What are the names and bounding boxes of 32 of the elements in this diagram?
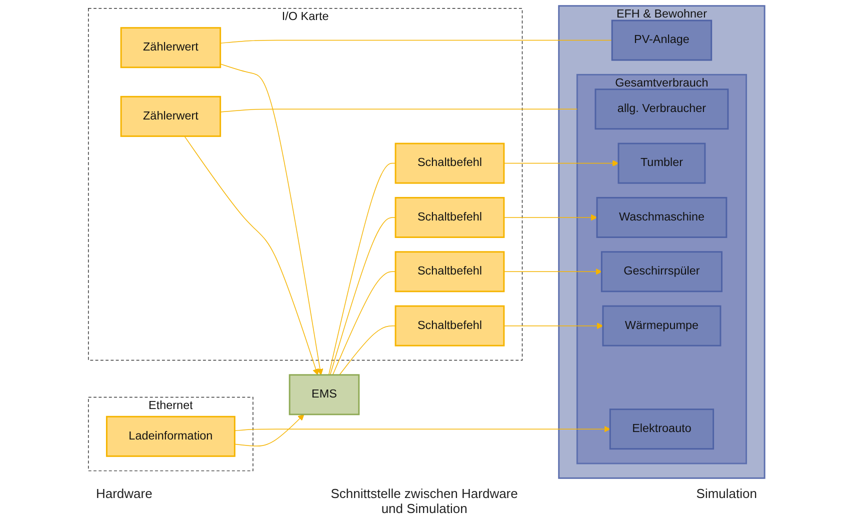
node-box: EMS bbox=[288, 374, 360, 416]
arrow bbox=[504, 214, 598, 221]
node-box: allg. Verbraucher bbox=[594, 88, 729, 130]
node-box: Ladeinformation bbox=[106, 416, 236, 457]
node-box: Wärmepumpe bbox=[602, 305, 722, 346]
node-box: Zählerwert bbox=[120, 96, 222, 137]
node-box: PV-Anlage bbox=[611, 20, 712, 61]
connector bbox=[339, 325, 396, 376]
caption-text: Simulation bbox=[696, 486, 757, 503]
arrow bbox=[220, 64, 324, 376]
arrow bbox=[234, 426, 610, 432]
connector bbox=[220, 108, 578, 112]
node-box: Schaltbefehl bbox=[394, 196, 505, 238]
arrow bbox=[504, 160, 619, 166]
connector bbox=[332, 271, 396, 376]
connector bbox=[330, 217, 396, 376]
arrow bbox=[234, 414, 304, 446]
node-box: Tumbler bbox=[618, 142, 706, 184]
caption-text: Hardware bbox=[96, 486, 152, 503]
node-box: Elektroauto bbox=[609, 408, 714, 450]
connector bbox=[328, 162, 396, 376]
node-box: Schaltbefehl bbox=[394, 305, 505, 346]
caption-text: Schnittstelle zwischen Hardware und Simulation bbox=[330, 486, 519, 516]
node-box: Schaltbefehl bbox=[394, 142, 505, 184]
node-box: Waschmaschine bbox=[596, 196, 728, 238]
connector bbox=[220, 40, 612, 44]
arrow bbox=[184, 136, 319, 376]
node-box: Schaltbefehl bbox=[394, 251, 505, 292]
node-box: Geschirrspüler bbox=[600, 251, 722, 292]
node-box: Zählerwert bbox=[120, 27, 222, 68]
arrow bbox=[504, 268, 602, 275]
arrow bbox=[504, 322, 604, 330]
